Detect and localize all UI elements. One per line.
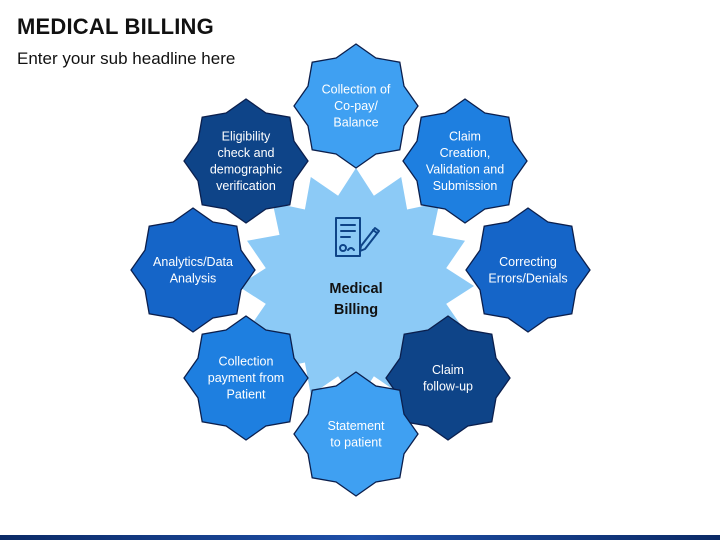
page-subtitle: Enter your sub headline here [17, 49, 236, 68]
node-shape-analytics [130, 207, 256, 333]
node-shape-statement-to-patient [293, 371, 419, 497]
node-shape-eligibility-check [183, 98, 309, 224]
node-shape-correcting-errors [465, 207, 591, 333]
node-label-collection-payment-line-3: Patient [227, 388, 266, 402]
node-label-collection-copay-line-2: Co-pay/ [334, 99, 378, 113]
footer-bar [0, 535, 720, 540]
node-label-collection-copay-line-1: Collection of [322, 83, 391, 97]
node-label-claim-creation-line-4: Submission [433, 179, 498, 193]
node-label-correcting-errors-line-2: Errors/Denials [488, 271, 567, 285]
node-label-statement-to-patient-line-2: to patient [330, 435, 382, 449]
node-claim-follow-up: Claim follow-up [385, 315, 511, 441]
node-shape-claim-creation [402, 98, 528, 224]
node-label-claim-follow-up-line-2: follow-up [423, 379, 473, 393]
node-label-analytics-line-2: Analysis [170, 271, 217, 285]
node-label-eligibility-check-line-2: check and [218, 146, 275, 160]
node-label-correcting-errors-line-1: Correcting [499, 255, 557, 269]
node-shape-collection-payment [183, 315, 309, 441]
node-label-claim-creation-line-1: Claim [449, 129, 481, 143]
node-label-eligibility-check-line-1: Eligibility [222, 129, 271, 143]
node-label-claim-creation-line-3: Validation and [426, 162, 504, 176]
node-label-collection-payment-line-1: Collection [219, 355, 274, 369]
node-label-collection-copay-line-3: Balance [333, 116, 378, 130]
node-eligibility-check: Eligibility check and demographic verificat… [183, 98, 309, 224]
page-title: MEDICAL BILLING [17, 14, 214, 39]
node-statement-to-patient: Statement to patient [293, 371, 419, 497]
node-shape-claim-follow-up [385, 315, 511, 441]
center-label-line-2: Billing [334, 302, 378, 318]
document-pen-icon [335, 217, 380, 257]
node-collection-copay: Collection of Co-pay/Balance [293, 43, 419, 169]
node-label-eligibility-check-line-3: demographic [210, 162, 282, 176]
center-label-line-1: Medical [329, 281, 382, 297]
node-label-claim-creation-line-2: Creation, [440, 146, 491, 160]
process-nodes: Collection ofCo-pay/BalanceClaimCreation… [130, 43, 591, 497]
node-label-collection-payment-line-2: payment from [208, 371, 284, 385]
node-label-analytics-line-1: Analytics/Data [153, 255, 233, 269]
node-label-eligibility-check-line-4: verification [216, 179, 276, 193]
node-label-claim-follow-up-line-1: Claim [432, 363, 464, 377]
node-shape-collection-copay [293, 43, 419, 169]
node-label-statement-to-patient-line-1: Statement [328, 419, 386, 433]
